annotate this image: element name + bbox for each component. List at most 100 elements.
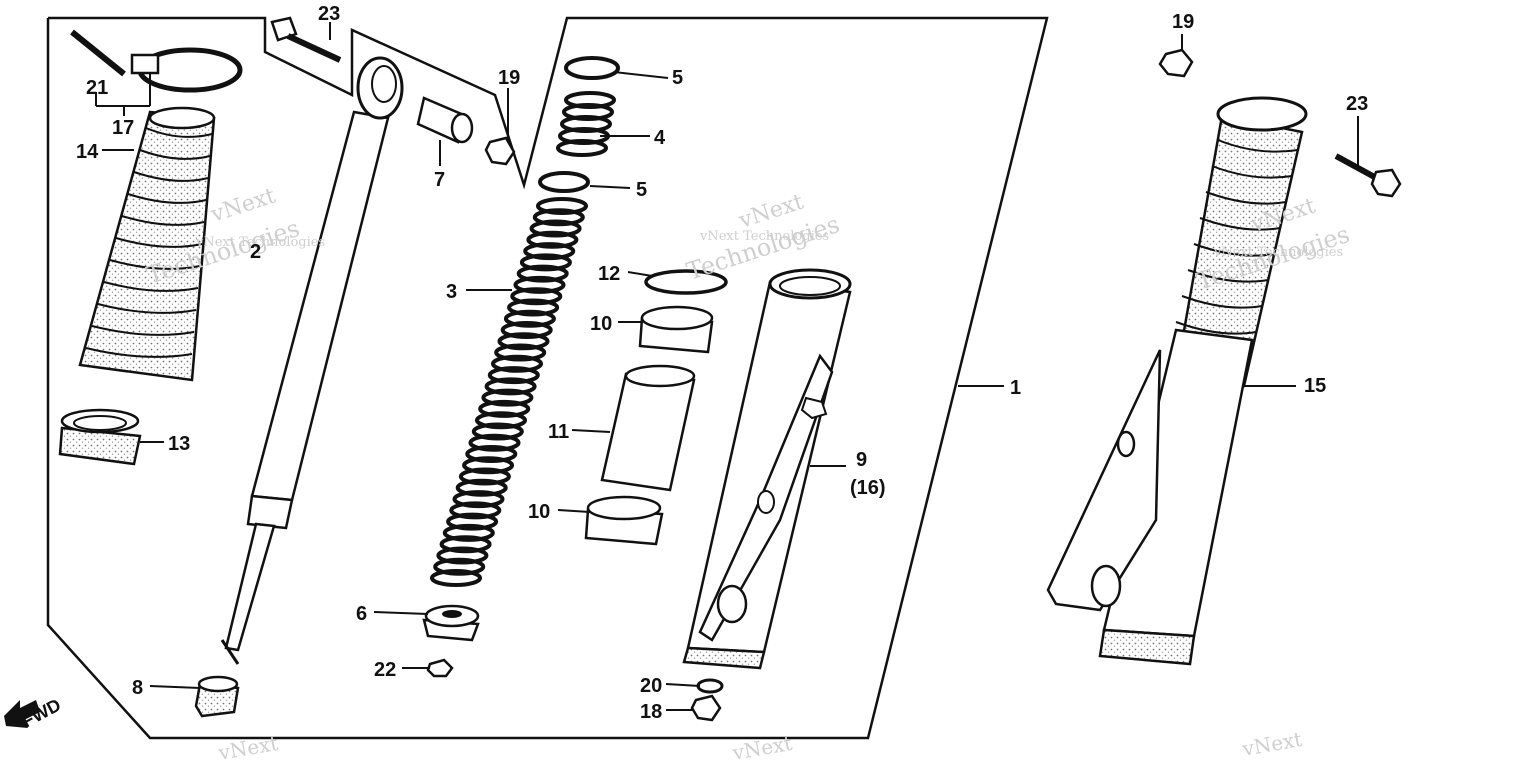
spring-coil: [536, 197, 588, 215]
bolt-part-23-right: [1334, 153, 1402, 198]
washer-part-5-lower: [538, 171, 590, 193]
spring-coil: [449, 501, 502, 520]
watermark-text: vNext Technologies: [699, 229, 829, 244]
boot-clamp-part-17: [130, 47, 243, 93]
nut-part-18: [690, 694, 722, 722]
fork-slider-part-9: [682, 268, 852, 670]
spring-coil: [436, 546, 489, 565]
callout-5-upper: 5: [672, 67, 683, 89]
fork-pipe-part-2: [220, 56, 404, 665]
callout-18: 18: [640, 701, 662, 723]
callout-8: 8: [132, 677, 143, 699]
short-spring-part-4: [556, 91, 616, 157]
bushing-part-10-upper: [638, 305, 714, 354]
fwd-label: FWD: [18, 695, 64, 732]
callout-15: 15: [1304, 375, 1326, 397]
spring-coil: [497, 332, 550, 351]
dust-seal-part-13: [58, 408, 142, 466]
spring-coil: [487, 366, 540, 385]
fork-assembly-part-15: [1046, 96, 1308, 666]
nut-part-19: [484, 136, 516, 166]
spring-coil: [455, 478, 508, 497]
spring-coil: [481, 388, 534, 407]
callout-20: 20: [640, 675, 662, 697]
circlip-part-12: [644, 269, 728, 295]
callout-2: 2: [250, 241, 261, 263]
watermark-text: vNext: [207, 184, 279, 229]
callout-9-sub: (16): [850, 477, 886, 499]
watermark-text: vNext Technologies: [1213, 245, 1343, 260]
spring-coil: [491, 354, 543, 373]
callout-17: 17: [112, 117, 134, 139]
washer-part-20: [696, 678, 724, 694]
fork-boot-part-14: [78, 106, 216, 382]
watermark-text: vNext: [1240, 727, 1304, 761]
callout-6: 6: [356, 603, 367, 625]
washer-part-5-upper: [564, 56, 620, 80]
callout-1: 1: [1010, 377, 1021, 399]
spring-coil: [452, 490, 505, 509]
spring-coil: [458, 467, 511, 486]
spring-coil: [471, 422, 524, 441]
callout-11: 11: [548, 421, 569, 443]
callout-9: 9: [856, 449, 867, 471]
spring-coil: [468, 433, 521, 452]
callout-12: 12: [598, 263, 620, 285]
spring-coil: [510, 287, 563, 306]
spring-coil: [519, 253, 572, 272]
cap-part-8: [194, 675, 240, 718]
spring-coil: [494, 343, 547, 362]
fwd-arrow-icon: [4, 700, 40, 728]
bushing-part-10-lower: [584, 495, 664, 546]
spring-coil: [475, 411, 527, 430]
bushing-part-7: [416, 96, 474, 144]
callout-21: 21: [86, 77, 108, 99]
fork-spring-part-3: [430, 197, 588, 587]
tube-part-11: [600, 364, 696, 492]
leader-lines: [95, 22, 1359, 711]
nut-part-22: [426, 658, 454, 678]
fwd-arrow: FWD: [4, 695, 64, 732]
spring-coil: [532, 208, 585, 227]
spring-coil: [526, 230, 579, 249]
spring-coil: [439, 535, 492, 554]
callout-7: 7: [434, 169, 445, 191]
spring-coil: [433, 557, 486, 576]
assembly-outline: [46, 16, 1049, 740]
callout-13: 13: [168, 433, 190, 455]
spring-coil: [500, 321, 553, 339]
spring-coil: [513, 275, 566, 294]
spring-coil: [484, 377, 537, 396]
spring-coil: [446, 512, 499, 531]
callout-3: 3: [446, 281, 457, 303]
spring-coil: [523, 242, 576, 261]
spring-coil: [516, 264, 569, 283]
clamp-screw-part-21: [70, 29, 126, 77]
callout-19: 19: [498, 67, 520, 89]
nut-part-19-right: [1158, 48, 1194, 78]
spring-coil: [465, 445, 518, 463]
spring-coil: [529, 219, 582, 238]
callout-23: 23: [318, 3, 340, 25]
callout-5-lower: 5: [636, 179, 647, 201]
spring-coil: [462, 456, 515, 475]
spring-coil: [430, 569, 482, 587]
callout-10-upper: 10: [590, 313, 612, 335]
callout-19-right: 19: [1172, 11, 1194, 33]
callout-23-right: 23: [1346, 93, 1368, 115]
callout-4: 4: [654, 127, 666, 149]
callout-10-lower: 10: [528, 501, 550, 523]
watermark-text: vNext: [730, 731, 794, 765]
watermark-text: vNext Technologies: [195, 235, 325, 250]
spring-coil: [507, 298, 560, 317]
watermark-text: vNext: [216, 731, 280, 765]
spring-coil: [503, 309, 556, 328]
spring-coil: [478, 399, 531, 418]
callout-22: 22: [374, 659, 396, 681]
bolt-part-23: [270, 16, 342, 63]
callouts: 23 21 17 14 2 19 5 4 5 7 3 12 10 11 10 1…: [76, 3, 1368, 723]
callout-14: 14: [76, 141, 99, 163]
spring-coil: [442, 523, 495, 542]
